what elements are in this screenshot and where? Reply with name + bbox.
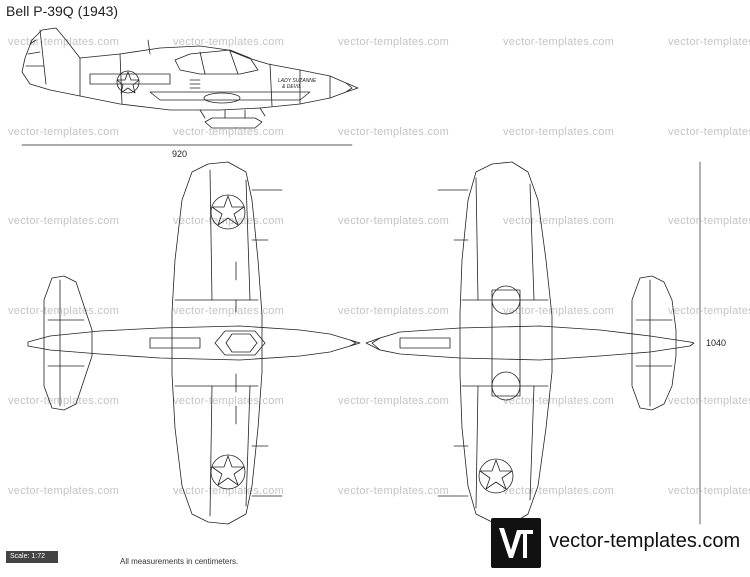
watermark-text: vector-templates.com [173,395,285,407]
watermark-text: vector-templates.com [173,305,285,317]
watermark-text: vector-templates.com [338,126,450,138]
nose-art-line1: LADY SUZANNE [278,78,317,84]
watermark-text: vector-templates.com [503,305,615,317]
watermark-text: vector-templates.com [8,485,120,497]
watermark-text: vector-templates.com [8,305,120,317]
watermark-text: vector-templates.com [503,126,615,138]
watermark-text: vector-templates.com [173,126,285,138]
watermark-text: vector-templates.com [338,395,450,407]
watermark-text: vector-templates.com [503,395,615,407]
bottom-view [365,161,701,525]
watermark-text: vector-templates.com [338,305,450,317]
top-view [27,161,361,525]
watermark-text: vector-templates.com [668,395,750,407]
watermark-text: vector-templates.com [8,395,120,407]
vt-logo-icon [499,528,533,558]
watermark-text: vector-templates.com [173,36,285,48]
watermark-text: vector-templates.com [173,485,285,497]
watermark-text: vector-templates.com [173,215,285,227]
watermark-text: vector-templates.com [668,485,750,497]
side-view [21,27,359,146]
scale-badge: Scale: 1:72 [6,551,58,563]
watermark-text: vector-templates.com [668,305,750,317]
measurement-note: All measurements in centimeters. [120,557,239,566]
watermark-text: vector-templates.com [503,36,615,48]
watermark-text: vector-templates.com [338,36,450,48]
watermark-text: vector-templates.com [8,126,120,138]
watermark-text: vector-templates.com [668,126,750,138]
page-title: Bell P-39Q (1943) [6,3,119,19]
watermark-text: vector-templates.com [503,215,615,227]
watermark-text: vector-templates.com [338,215,450,227]
span-dimension: 1040 [706,338,727,348]
watermark-text: vector-templates.com [338,485,450,497]
watermark-text: vector-templates.com [668,36,750,48]
brand-name[interactable]: vector-templates.com [549,530,741,552]
brand-logo [491,518,541,568]
watermark-text: vector-templates.com [668,215,750,227]
watermark-text: vector-templates.com [8,36,120,48]
nose-art-line2: & DEVIL [282,84,301,90]
length-dimension: 920 [172,149,188,159]
watermark-text: vector-templates.com [8,215,120,227]
